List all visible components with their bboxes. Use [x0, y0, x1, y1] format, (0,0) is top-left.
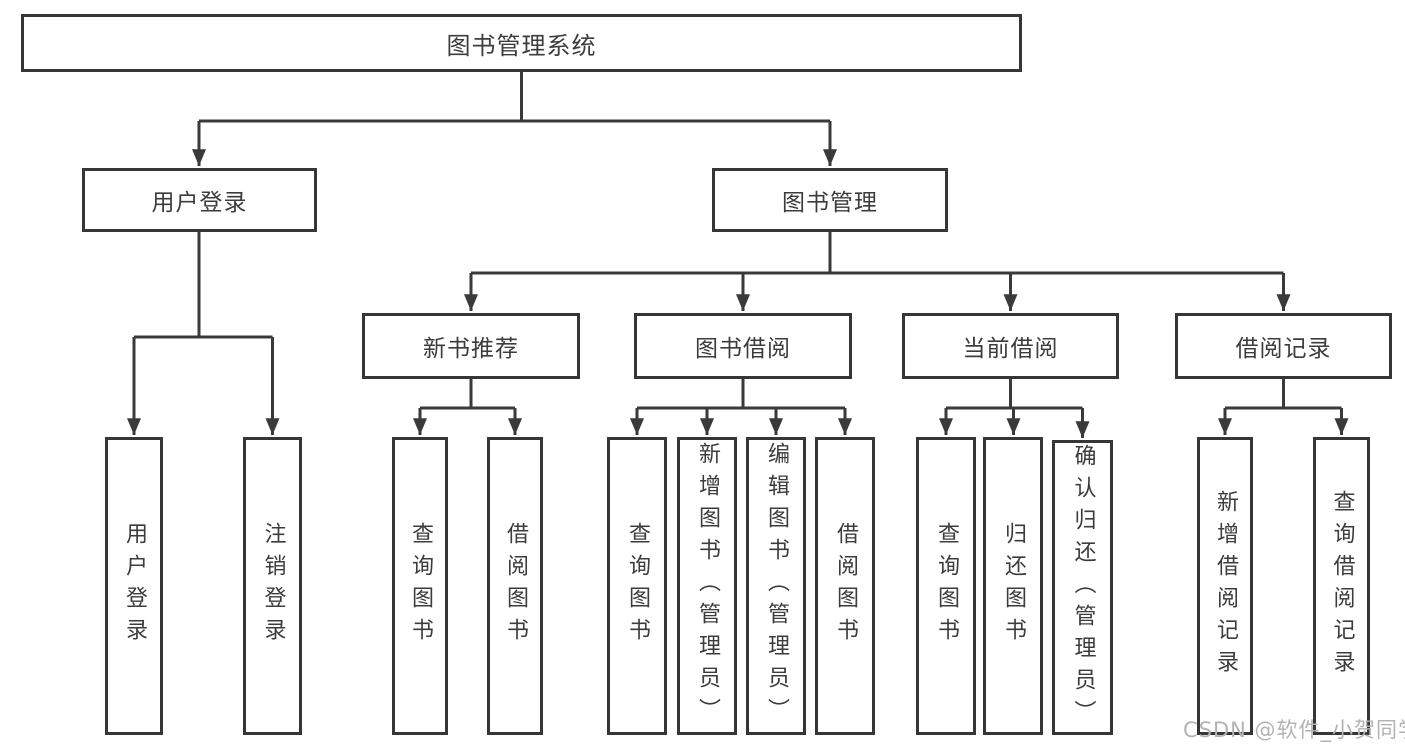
node-book-borrowing: 图书借阅: [634, 313, 852, 379]
leaf-query-borrow-record: 查询借阅记录: [1313, 437, 1370, 735]
leaf-query-books-recommend: 查询图书: [392, 437, 448, 735]
leaf-query-books-current: 查询图书: [916, 437, 976, 735]
node-book-management: 图书管理: [712, 168, 948, 232]
node-new-book-recommendation: 新书推荐: [362, 313, 580, 379]
node-user-login: 用户登录: [82, 168, 317, 232]
leaf-query-books-borrow: 查询图书: [607, 437, 667, 735]
node-library-management-system: 图书管理系统: [21, 14, 1022, 72]
leaf-return-books: 归还图书: [983, 437, 1043, 735]
leaf-edit-books-admin: 编辑图书（管理员）: [746, 437, 806, 735]
leaf-confirm-return-admin: 确认归还（管理员）: [1052, 440, 1113, 735]
leaf-logout: 注销登录: [243, 437, 302, 735]
leaf-borrow-books: 借阅图书: [815, 437, 875, 735]
node-borrowing-records: 借阅记录: [1175, 313, 1392, 379]
leaf-user-login: 用户登录: [105, 437, 163, 735]
node-current-borrowing: 当前借阅: [902, 313, 1119, 379]
csdn-watermark: CSDN @软件_小贺同学: [1183, 718, 1405, 742]
leaf-borrow-books-recommend: 借阅图书: [487, 437, 543, 735]
leaf-add-books-admin: 新增图书（管理员）: [677, 437, 737, 735]
leaf-add-borrow-record: 新增借阅记录: [1197, 437, 1253, 735]
